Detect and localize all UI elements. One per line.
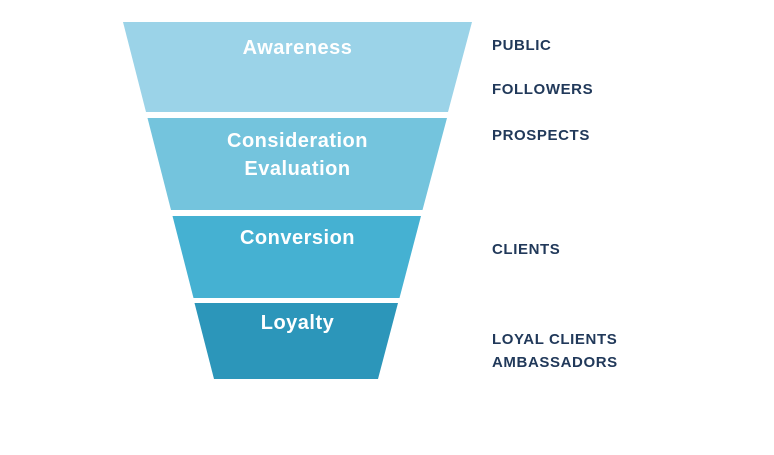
audience-label-followers: FOLLOWERS [492,78,593,101]
audience-label-public: PUBLIC [492,34,551,57]
audience-label-line: FOLLOWERS [492,81,594,98]
audience-label-clients: CLIENTS [492,238,560,261]
stage-label: Awareness [242,37,353,59]
audience-label-prospects: PROSPECTS [492,124,590,147]
audience-label-line: CLIENTS [492,241,561,258]
stage-label: Loyalty [260,312,335,334]
funnel-stage-awareness: Awareness [123,22,472,112]
audience-label-line: PUBLIC [492,37,552,54]
stage-label: Consideration [227,130,368,152]
audience-label-loyal-clients-ambassadors: LOYAL CLIENTS AMBASSADORS [492,328,618,374]
stage-label: Evaluation [244,158,351,180]
funnel-stage-consideration-evaluation: Consideration Evaluation [147,118,447,210]
funnel-stage-loyalty: Loyalty [194,303,398,379]
funnel: Awareness Consideration Evaluation Conve… [123,22,472,379]
audience-label-line: LOYAL CLIENTS [492,331,618,348]
stage-label: Conversion [239,227,356,249]
audience-label-line: PROSPECTS [492,127,590,144]
funnel-stage-conversion: Conversion [172,216,421,298]
audience-label-line: AMBASSADORS [492,354,618,371]
